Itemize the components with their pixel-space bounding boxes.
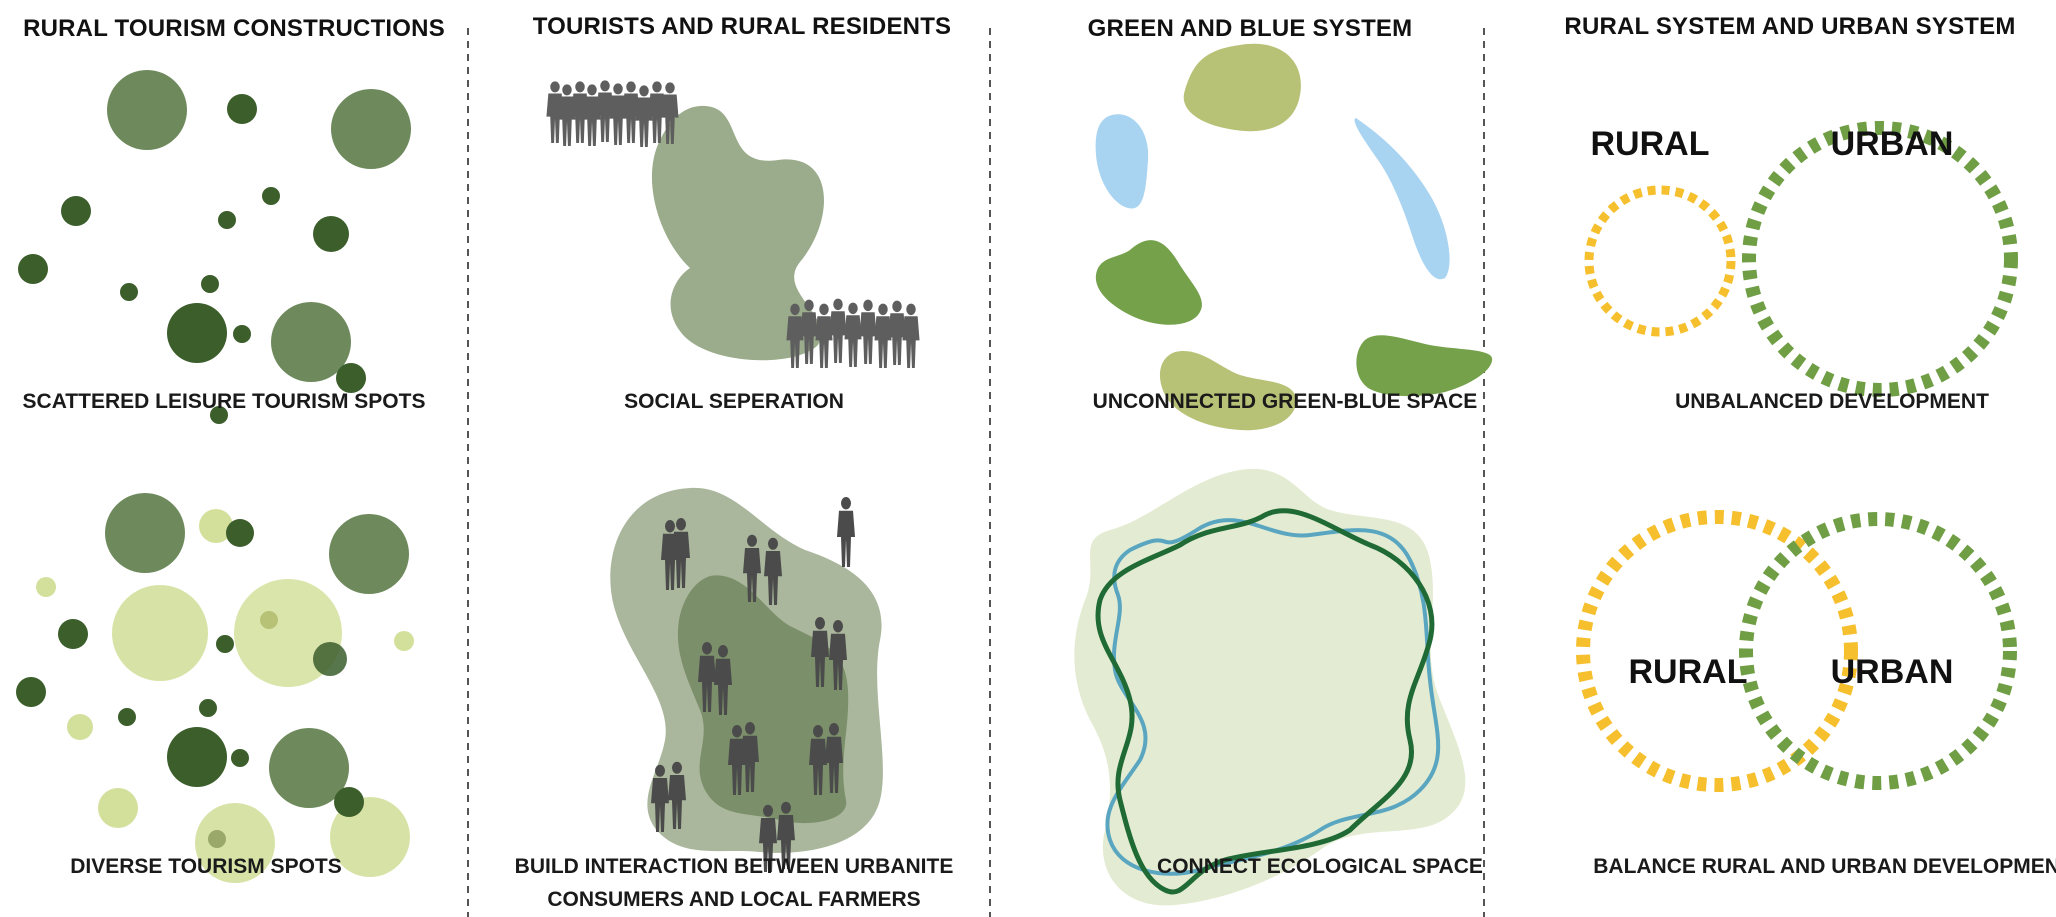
caption-connect-ecological: CONNECT ECOLOGICAL SPACE <box>1157 855 1483 878</box>
caption-balance-development: BALANCE RURAL AND URBAN DEVELOPMENT <box>1593 855 2056 878</box>
resident-crowd-icon <box>546 80 679 147</box>
urban-label-top: URBAN <box>1831 125 1954 163</box>
unbalanced-rings-graphic <box>1584 121 2018 397</box>
unconnected-space-graphic <box>1095 43 1493 431</box>
caption-unconnected-space: UNCONNECTED GREEN-BLUE SPACE <box>1093 390 1478 413</box>
caption-build-interaction-line1: BUILD INTERACTION BETWEEN URBANITE <box>515 855 954 878</box>
diverse-spots-graphic <box>16 493 414 883</box>
rural-label-bottom: RURAL <box>1629 653 1748 691</box>
rural-label-top: RURAL <box>1591 125 1710 163</box>
tourist-crowd-icon <box>786 298 920 368</box>
social-separation-graphic <box>546 80 920 368</box>
caption-scattered-spots: SCATTERED LEISURE TOURISM SPOTS <box>23 390 426 413</box>
caption-build-interaction-line2: CONSUMERS AND LOCAL FARMERS <box>547 888 920 911</box>
urban-label-bottom: URBAN <box>1831 653 1954 691</box>
column-title-tourists-residents: TOURISTS AND RURAL RESIDENTS <box>533 13 952 40</box>
column-title-green-blue: GREEN AND BLUE SYSTEM <box>1088 15 1413 42</box>
balanced-rings-graphic <box>1576 510 2017 792</box>
connected-ecology-graphic <box>1074 468 1466 906</box>
caption-unbalanced-development: UNBALANCED DEVELOPMENT <box>1675 390 1989 413</box>
caption-social-separation: SOCIAL SEPERATION <box>624 390 844 413</box>
caption-diverse-spots: DIVERSE TOURISM SPOTS <box>70 855 342 878</box>
interaction-graphic <box>610 487 883 872</box>
column-title-rural-urban: RURAL SYSTEM AND URBAN SYSTEM <box>1564 13 2015 40</box>
scattered-spots-graphic <box>18 70 411 424</box>
column-title-rural-tourism: RURAL TOURISM CONSTRUCTIONS <box>23 15 445 42</box>
